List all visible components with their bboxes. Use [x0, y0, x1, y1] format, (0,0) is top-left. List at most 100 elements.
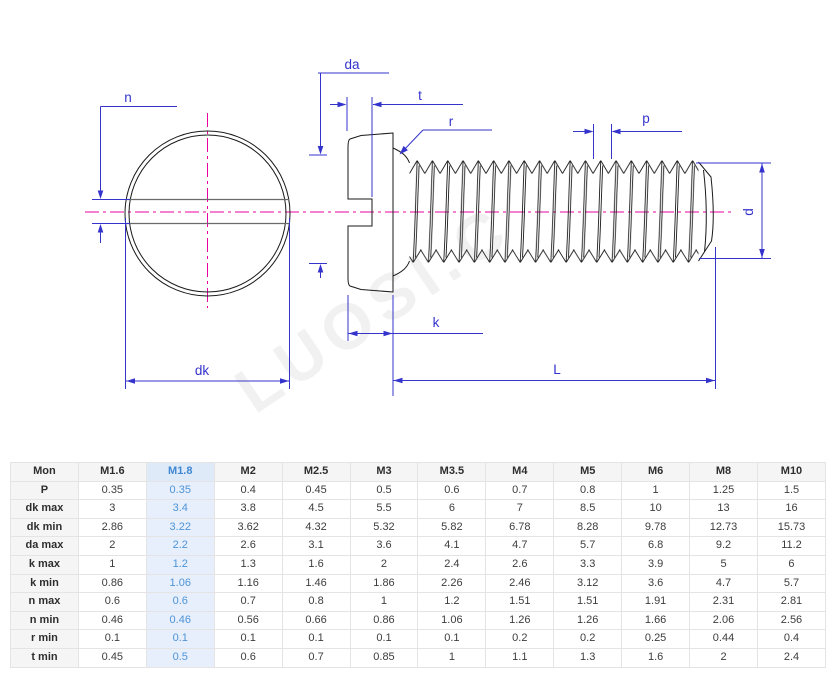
dimension-da: da	[309, 57, 389, 278]
dimension-p: p	[573, 111, 682, 159]
row-label: P	[10, 480, 79, 501]
table-cell: 9.2	[689, 536, 758, 556]
table-cell: 4.32	[281, 517, 351, 538]
table-cell: 0.8	[281, 592, 351, 612]
table-cell: 5.32	[349, 517, 419, 538]
column-header: M1.6	[77, 462, 147, 482]
row-label: k max	[10, 554, 79, 575]
row-label: n max	[10, 592, 79, 612]
table-cell: 3.8	[213, 499, 283, 519]
label-dk: dk	[195, 363, 210, 378]
thread	[409, 160, 699, 263]
table-cell: 8.28	[553, 517, 623, 538]
table-cell: 0.6	[145, 592, 215, 612]
table-cell: 3.6	[349, 536, 419, 556]
thread-end-inner	[703, 169, 707, 253]
table-cell: 1.66	[621, 610, 691, 631]
table-cell: 0.2	[485, 629, 555, 649]
table-cell: 0.25	[621, 629, 691, 649]
table-cell: 0.44	[689, 629, 758, 649]
table-cell: 2	[689, 647, 758, 668]
label-n: n	[124, 90, 132, 105]
column-header: M10	[756, 462, 827, 482]
column-header: M5	[553, 462, 623, 482]
table-cell: 10	[621, 499, 691, 519]
slot-lines	[126, 198, 289, 225]
table-cell: 2.31	[689, 592, 758, 612]
table-cell: 1.16	[213, 573, 283, 594]
table-cell: 2.4	[756, 647, 827, 668]
watermark: LUOSI.C	[223, 190, 525, 426]
column-header: M1.8	[145, 462, 215, 482]
table-cell: 1.26	[553, 610, 623, 631]
table-cell: 0.45	[77, 647, 147, 668]
label-k: k	[433, 315, 440, 330]
dimension-d: d	[696, 162, 771, 259]
table-cell: 0.1	[281, 629, 351, 649]
table-cell: 1.2	[145, 554, 215, 575]
table-cell: 2.4	[417, 554, 487, 575]
table-cell: 1.06	[417, 610, 487, 631]
table-cell: 0.5	[145, 647, 215, 668]
table-cell: 0.1	[349, 629, 419, 649]
table-cell: 1.86	[349, 573, 419, 594]
table-cell: 15.73	[756, 517, 827, 538]
table-cell: 4.7	[689, 573, 758, 594]
table-cell: 2	[349, 554, 419, 575]
table-cell: 0.56	[213, 610, 283, 631]
table-cell: 3.4	[145, 499, 215, 519]
table-cell: 0.6	[417, 480, 487, 501]
table-cell: 6	[756, 554, 827, 575]
table-cell: 5.7	[756, 573, 827, 594]
label-r: r	[449, 114, 454, 129]
table-cell: 1.1	[485, 647, 555, 668]
table-cell: 16	[756, 499, 827, 519]
table-cell: 9.78	[621, 517, 691, 538]
row-label: k min	[10, 573, 79, 594]
table-cell: 0.7	[485, 480, 555, 501]
table-cell: 7	[485, 499, 555, 519]
column-header: M2	[213, 462, 283, 482]
table-cell: 0.4	[213, 480, 283, 501]
table-cell: 0.35	[145, 480, 215, 501]
table-cell: 5.5	[349, 499, 419, 519]
table-cell: 0.6	[213, 647, 283, 668]
table-cell: 1.3	[213, 554, 283, 575]
table-cell: 4.1	[417, 536, 487, 556]
table-cell: 0.1	[213, 629, 283, 649]
column-header: M2.5	[281, 462, 351, 482]
table-cell: 0.46	[77, 610, 147, 631]
table-cell: 5.82	[417, 517, 487, 538]
table-cell: 2.26	[417, 573, 487, 594]
table-cell: 0.7	[213, 592, 283, 612]
table-cell: 4.5	[281, 499, 351, 519]
table-cell: 0.1	[77, 629, 147, 649]
table-cell: 2.86	[77, 517, 147, 538]
table-cell: 6.8	[621, 536, 691, 556]
table-cell: 1.51	[553, 592, 623, 612]
dimension-n: n	[92, 90, 177, 243]
table-cell: 8.5	[553, 499, 623, 519]
table-cell: 3.3	[553, 554, 623, 575]
table-cell: 5.7	[553, 536, 623, 556]
label-t: t	[418, 88, 422, 103]
label-da: da	[344, 57, 360, 72]
table-cell: 2.6	[485, 554, 555, 575]
table-cell: 0.35	[77, 480, 147, 501]
underhead-fillet-bottom	[392, 260, 410, 277]
table-cell: 0.45	[281, 480, 351, 501]
table-cell: 2.81	[756, 592, 827, 612]
table-cell: 4.7	[485, 536, 555, 556]
table-cell: 1	[621, 480, 691, 501]
row-label: dk min	[10, 517, 79, 538]
table-cell: 6	[417, 499, 487, 519]
label-p: p	[642, 111, 650, 126]
table-cell: 2.2	[145, 536, 215, 556]
table-cell: 0.4	[756, 629, 827, 649]
table-cell: 3.9	[621, 554, 691, 575]
